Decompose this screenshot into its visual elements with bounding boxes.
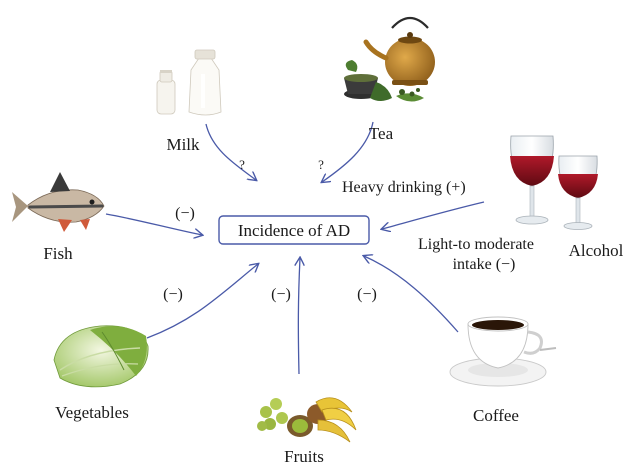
arrow-fish (105, 213, 202, 235)
alcohol-node: Alcohol (510, 135, 624, 260)
tea-relation: ? (318, 157, 324, 172)
center-box (218, 215, 370, 245)
milk-node: Milk (156, 49, 222, 154)
wine-glass-2-icon (558, 155, 598, 230)
arrow-alcohol (382, 201, 485, 229)
arrow-fruits (298, 258, 300, 375)
milk-label: Milk (166, 135, 200, 154)
wine-glass-icon (510, 135, 554, 225)
cabbage-icon (53, 325, 149, 388)
alcohol-light-label-1: Light-to moderate (418, 236, 534, 253)
alcohol-light-label-2: intake (−) (453, 256, 516, 273)
fruits-node: Fruits (257, 397, 357, 466)
fish-icon (12, 172, 105, 232)
fruits-label: Fruits (284, 447, 324, 466)
fish-relation: (−) (175, 205, 195, 222)
tea-cups-icon (344, 60, 424, 102)
milk-bottles-icon (156, 49, 222, 116)
coffee-node: Coffee (449, 316, 557, 425)
vegetables-label: Vegetables (55, 403, 129, 422)
tea-node: Tea (344, 16, 435, 143)
fruits-relation: (−) (271, 286, 291, 303)
arrow-coffee (364, 256, 459, 333)
vegetables-relation: (−) (163, 286, 183, 303)
coffee-label: Coffee (473, 406, 519, 425)
fish-label: Fish (43, 244, 73, 263)
center-node: Incidence of AD (218, 215, 370, 245)
coffee-cup-icon (449, 316, 557, 387)
center-label: Incidence of AD (238, 221, 350, 240)
arrow-tea (322, 121, 374, 182)
fish-node: Fish (12, 172, 105, 263)
fruit-basket-icon (257, 397, 357, 443)
teapot-icon (363, 16, 435, 86)
coffee-relation: (−) (357, 286, 377, 303)
vegetables-node: Vegetables (53, 325, 149, 422)
milk-relation: ? (239, 157, 245, 172)
alcohol-heavy-label: Heavy drinking (+) (342, 179, 466, 196)
arrow-milk (205, 123, 256, 180)
arrow-vegetables (146, 264, 258, 339)
tea-label: Tea (369, 124, 394, 143)
arrows (105, 121, 485, 375)
alcohol-label: Alcohol (569, 241, 624, 260)
